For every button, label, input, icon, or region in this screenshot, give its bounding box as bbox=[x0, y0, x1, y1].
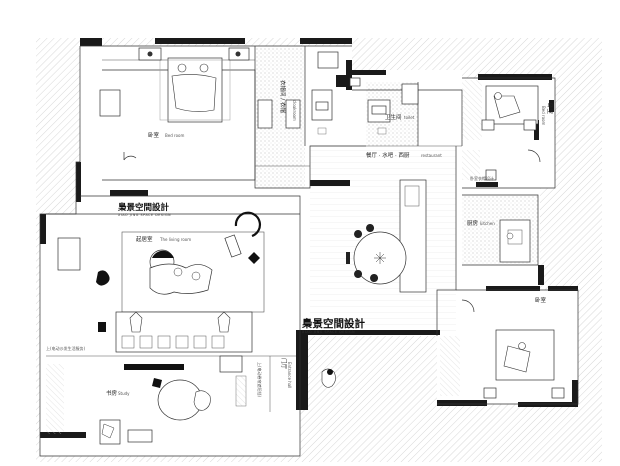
entrance-note: 上(电动卷帘遮阳挡) bbox=[257, 362, 263, 398]
room-outlines bbox=[39, 45, 579, 457]
toilet-sublabel: toilet bbox=[404, 115, 415, 120]
dog-icon bbox=[96, 270, 110, 286]
armchair bbox=[99, 89, 121, 117]
bed-icon bbox=[485, 85, 539, 125]
person-icon bbox=[506, 232, 514, 240]
study-label: 书房 bbox=[106, 389, 118, 397]
person-icon bbox=[177, 63, 187, 73]
person-icon bbox=[503, 345, 531, 373]
kitchen-sublabel: kitchen bbox=[480, 221, 495, 226]
restaurant-sublabel: restaurant bbox=[421, 153, 442, 158]
study: 书房 Study bbox=[46, 355, 296, 445]
brand-subtitle-center: XIAO JING SPACE DESIGN bbox=[302, 330, 355, 334]
person-icon bbox=[493, 95, 521, 119]
living-room: 起居室 The living room 上(电动沙发生活服务) bbox=[46, 211, 265, 353]
bedroom-top-right-sublabel: Bed room bbox=[541, 106, 546, 125]
person-icon bbox=[101, 423, 115, 439]
living-room-note: 上(电动沙发生活服务) bbox=[46, 345, 86, 351]
person-icon bbox=[193, 390, 211, 411]
brand-watermark-top: 梟景空間設計 XIAO JING SPACE DESIGN bbox=[117, 202, 171, 217]
cloakroom: 衣帽间 / 衣帽 cloakroom bbox=[257, 80, 301, 129]
living-room-label: 起居室 bbox=[136, 235, 153, 243]
brand-watermark-center: 梟景空間設計 XIAO JING SPACE DESIGN bbox=[301, 317, 365, 334]
sofa-icon bbox=[149, 263, 213, 295]
entrance: 门厅 Entrance hall 上(电动卷帘遮阳挡) bbox=[257, 356, 336, 412]
person-icon bbox=[199, 63, 209, 73]
door-swing-icon bbox=[461, 299, 475, 313]
bedroom-main-label: 卧室 bbox=[148, 131, 160, 139]
brand-name-center: 梟景空間設計 bbox=[301, 317, 365, 330]
bedroom-top-right-label: 卧室 bbox=[546, 103, 554, 115]
bedroom-top-right: 卧室 Bed room 卧室衣帽设计 bbox=[462, 80, 554, 181]
restaurant-label: 餐厅 · 水吧 · 西厨 bbox=[366, 151, 410, 159]
toilet-label: 卫生间 bbox=[385, 113, 402, 121]
door-swing-icon bbox=[527, 149, 541, 163]
restaurant: 餐厅 · 水吧 · 西厨 restaurant bbox=[346, 151, 442, 293]
door-swing-icon bbox=[123, 155, 137, 161]
bedroom-top-right-label-2: 卧室衣帽设计 bbox=[470, 175, 494, 181]
person-icon bbox=[129, 311, 143, 333]
entrance-label: 门厅 bbox=[280, 358, 288, 370]
cloakroom-sublabel: cloakroom bbox=[292, 100, 297, 121]
bedroom-lower-right-label: 卧室 bbox=[535, 296, 547, 304]
brand-name-top: 梟景空間設計 bbox=[117, 202, 170, 213]
kitchen-label: 厨房 bbox=[467, 219, 479, 227]
living-room-sublabel: The living room bbox=[159, 237, 191, 242]
walls bbox=[40, 38, 578, 438]
bathrooms: 卫生间 toilet bbox=[311, 51, 419, 135]
brand-subtitle-top: XIAO JING SPACE DESIGN bbox=[118, 213, 171, 217]
entrance-sublabel: Entrance hall bbox=[287, 362, 292, 388]
cloakroom-label: 衣帽间 / 衣帽 bbox=[279, 80, 287, 113]
person-icon bbox=[217, 311, 231, 333]
bedroom-main: 卧室 Bed room bbox=[99, 47, 250, 161]
kitchen: 厨房 kitchen bbox=[467, 219, 531, 263]
study-sublabel: Study bbox=[118, 391, 130, 396]
bedroom-lower-right: 卧室 bbox=[440, 296, 565, 399]
bedroom-main-sublabel: Bed room bbox=[165, 133, 184, 138]
